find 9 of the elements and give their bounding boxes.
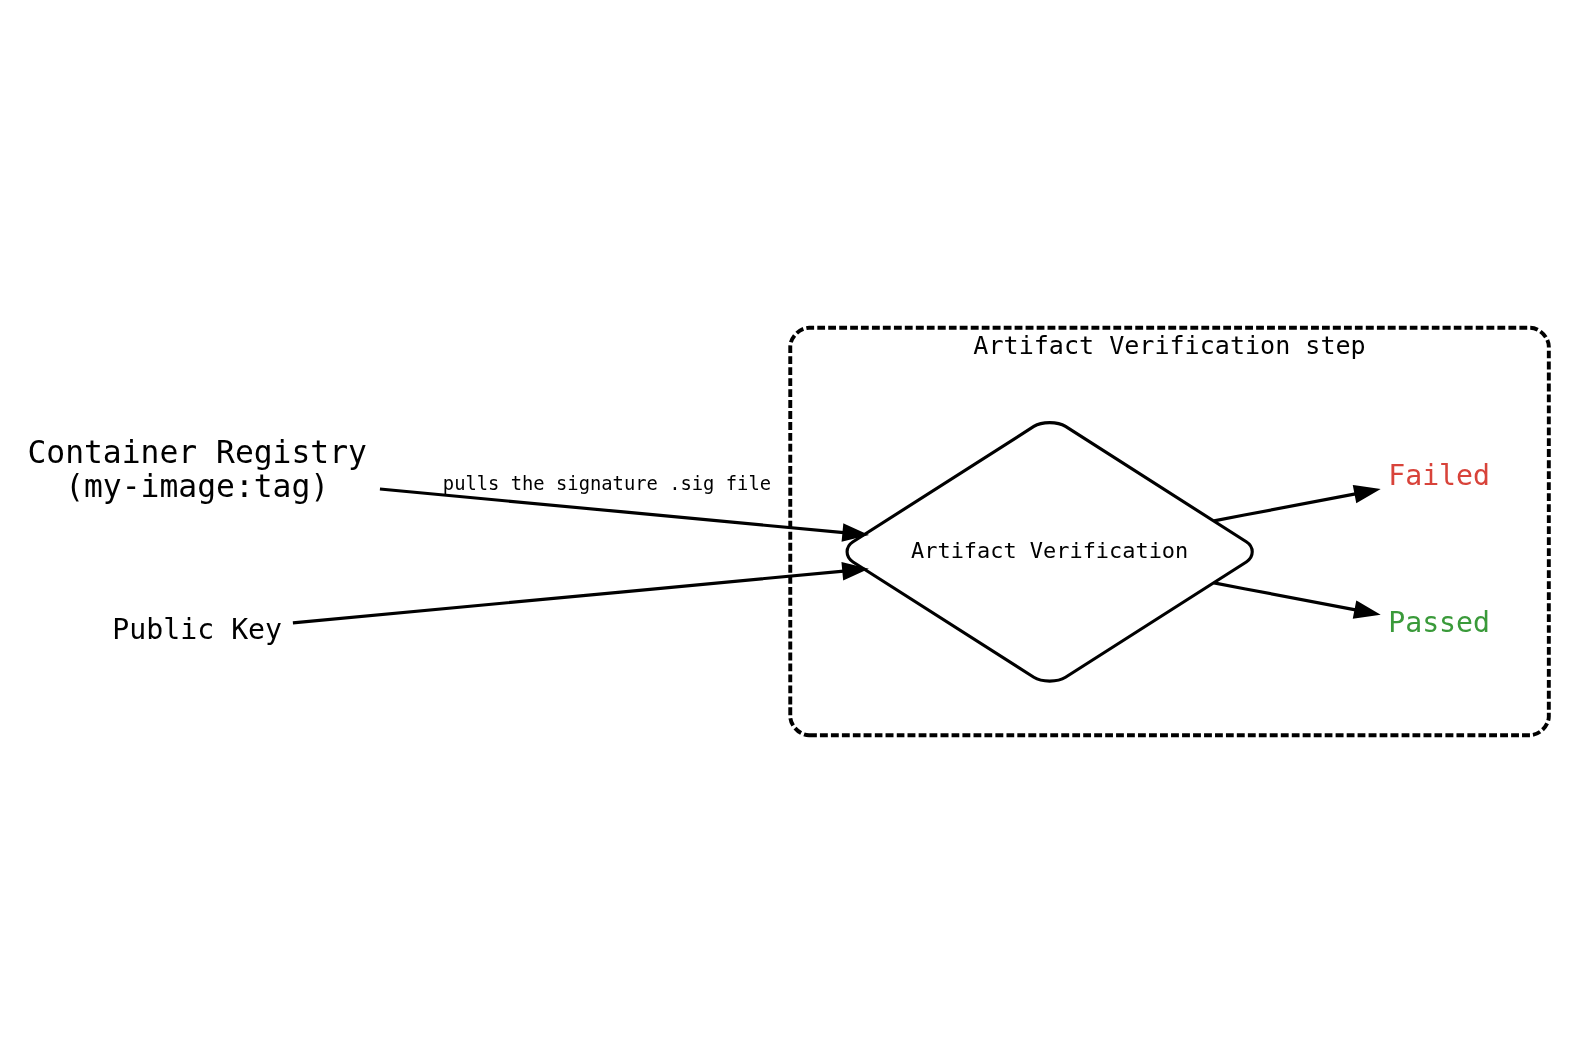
edge-label: pulls the signature .sig file [442,472,772,494]
arrow [1213,484,1381,522]
arrow [379,486,869,542]
arrow [1213,580,1381,619]
node-text: Public Key [112,612,283,646]
node-text: Failed [1388,458,1491,492]
arrow [292,561,869,624]
node-text: Container Registry (my-image:tag) [27,433,367,504]
node-text: Passed [1388,605,1491,639]
